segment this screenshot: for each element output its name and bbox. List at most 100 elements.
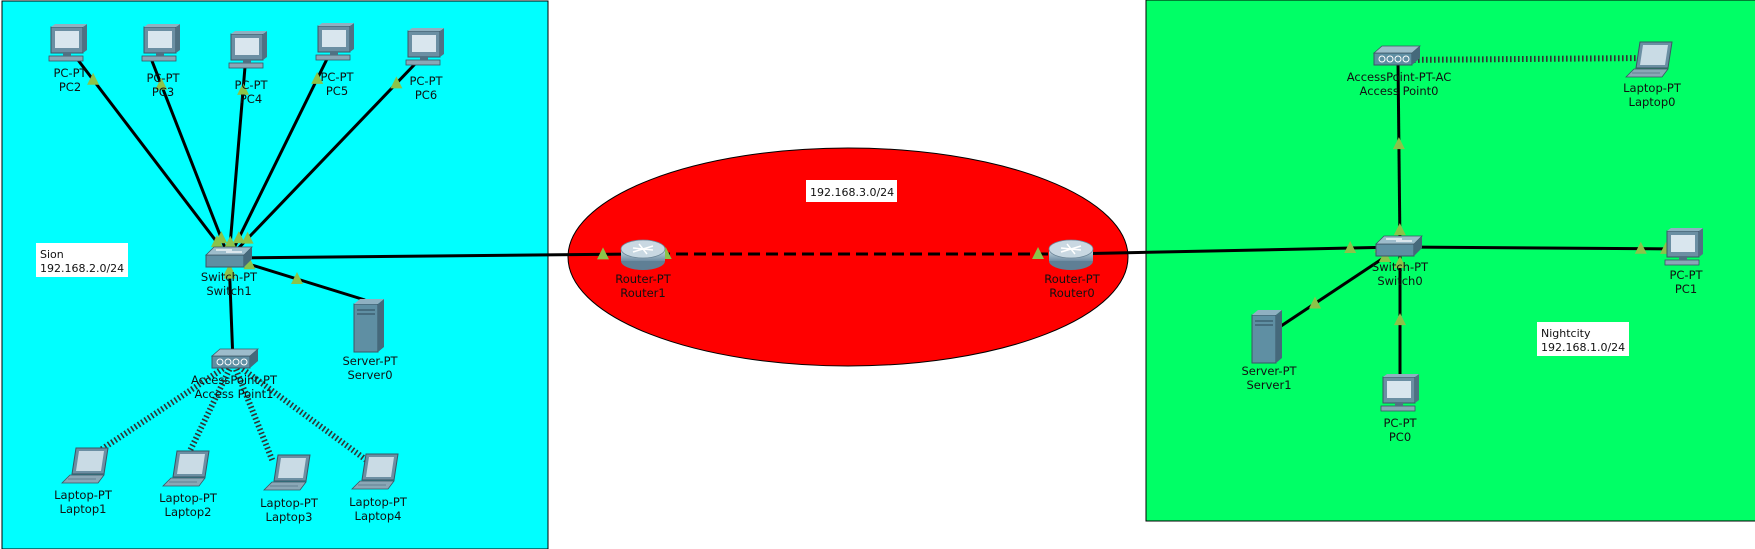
wan-area-subnet: 192.168.3.0/24 — [810, 186, 894, 199]
pc0-type-label: PC-PT — [1383, 416, 1417, 430]
router1-device[interactable] — [620, 239, 666, 271]
laptop1-type-label: Laptop-PT — [54, 488, 113, 502]
ap1-device[interactable] — [211, 348, 259, 369]
port-up-indicator — [224, 235, 237, 248]
router-icon — [620, 239, 666, 271]
port-up-indicator — [1032, 247, 1045, 259]
port-up-indicator — [155, 77, 168, 90]
link-ap1-laptop2[interactable] — [184, 360, 236, 459]
ap0-type-label: AccessPoint-PT-AC — [1347, 70, 1452, 84]
link-pc3-switch1[interactable] — [150, 60, 231, 259]
pc4-type-label: PC-PT — [234, 78, 268, 92]
port-up-indicator — [243, 257, 256, 270]
port-up-indicator — [1344, 241, 1357, 254]
switch0-type-label: Switch-PT — [1372, 260, 1429, 274]
nightcity-area-name: Nightcity — [1541, 327, 1591, 340]
router-icon — [1048, 239, 1094, 271]
link-switch0-server1[interactable] — [1274, 245, 1401, 332]
server0-name-label: Server0 — [347, 368, 392, 382]
pc4-name-label: PC4 — [240, 92, 262, 106]
switch0-name-label: Switch0 — [1377, 274, 1422, 288]
router1-type-label: Router-PT — [615, 272, 671, 286]
port-up-indicator — [1394, 313, 1406, 326]
router0-name-label: Router0 — [1049, 286, 1094, 300]
wan-area — [567, 147, 1129, 367]
port-up-indicator — [232, 231, 245, 244]
link-pc2-switch1[interactable] — [76, 59, 231, 259]
laptop3-type-label: Laptop-PT — [260, 496, 319, 510]
pc0-name-label: PC0 — [1389, 430, 1411, 444]
laptop0-name-label: Laptop0 — [1629, 95, 1676, 109]
laptop4-name-label: Laptop4 — [355, 509, 402, 523]
pc3-type-label: PC-PT — [146, 71, 180, 85]
switch0-device[interactable] — [1375, 235, 1423, 257]
link-router0-switch0[interactable] — [1067, 245, 1401, 256]
access-point-icon — [1373, 45, 1421, 66]
link-ap1-laptop1[interactable] — [91, 359, 235, 458]
laptop1-name-label: Laptop1 — [60, 502, 107, 516]
link-ap0-laptop0[interactable] — [1397, 55, 1649, 63]
link-ap1-laptop4[interactable] — [231, 359, 371, 465]
server1-name-label: Server1 — [1246, 378, 1291, 392]
port-up-indicator — [1634, 241, 1647, 254]
pc6-type-label: PC-PT — [409, 74, 443, 88]
port-up-indicator — [215, 231, 228, 244]
port-up-indicator — [311, 71, 324, 84]
server1-type-label: Server-PT — [1241, 364, 1297, 378]
laptop2-type-label: Laptop-PT — [159, 491, 218, 505]
ap0-name-label: Access Point0 — [1360, 84, 1439, 98]
router0-device[interactable] — [1048, 239, 1094, 271]
ap1-type-label: AccessPoint-PT — [191, 373, 278, 387]
nightcity-area — [1145, 0, 1755, 522]
laptop2-name-label: Laptop2 — [165, 505, 212, 519]
port-up-indicator — [1309, 296, 1321, 309]
port-up-indicator — [597, 247, 610, 260]
ap1-name-label: Access Point1 — [195, 387, 274, 401]
sion-area-name: Sion — [40, 248, 64, 261]
laptop4-type-label: Laptop-PT — [349, 495, 408, 509]
server1-device[interactable] — [1251, 309, 1283, 364]
link-pc4-switch1[interactable] — [227, 66, 247, 259]
nightcity-area-subnet: 192.168.1.0/24 — [1541, 341, 1625, 354]
pc6-name-label: PC6 — [415, 88, 437, 102]
ap0-device[interactable] — [1373, 45, 1421, 66]
port-up-indicator — [1393, 223, 1406, 236]
port-up-indicator — [1394, 255, 1406, 268]
pc5-name-label: PC5 — [326, 84, 348, 98]
port-up-indicator — [237, 82, 250, 95]
link-pc6-switch1[interactable] — [227, 62, 417, 260]
port-up-indicator — [291, 272, 303, 284]
pc3-name-label: PC3 — [152, 85, 174, 99]
router1-name-label: Router1 — [620, 286, 665, 300]
laptop3-name-label: Laptop3 — [266, 510, 313, 524]
port-up-indicator — [241, 231, 254, 244]
switch1-device[interactable] — [205, 246, 253, 268]
switch1-type-label: Switch-PT — [201, 270, 258, 284]
port-up-indicator — [1392, 137, 1405, 150]
port-up-indicator — [223, 266, 236, 279]
link-switch1-router1[interactable] — [228, 252, 641, 260]
pc5-type-label: PC-PT — [320, 70, 354, 84]
link-switch0-ap0[interactable] — [1396, 59, 1402, 248]
pc1-name-label: PC1 — [1675, 282, 1697, 296]
switch-icon — [205, 246, 253, 268]
port-up-indicator — [87, 72, 100, 85]
access-point-icon — [211, 348, 259, 369]
pc1-type-label: PC-PT — [1669, 268, 1703, 282]
sion-area-subnet: 192.168.2.0/24 — [40, 262, 124, 275]
router0-type-label: Router-PT — [1044, 272, 1100, 286]
server0-type-label: Server-PT — [342, 354, 398, 368]
port-up-indicator — [390, 76, 403, 89]
switch1-name-label: Switch1 — [206, 284, 251, 298]
server-icon — [353, 298, 385, 353]
link-switch0-pc1[interactable] — [1399, 245, 1681, 251]
pc2-type-label: PC-PT — [53, 66, 87, 80]
pc2-name-label: PC2 — [59, 80, 81, 94]
server0-device[interactable] — [353, 298, 385, 353]
server-icon — [1251, 309, 1283, 364]
link-pc5-switch1[interactable] — [227, 58, 329, 259]
switch-icon — [1375, 235, 1423, 257]
laptop0-type-label: Laptop-PT — [1623, 81, 1682, 95]
port-indicators — [87, 71, 1672, 326]
